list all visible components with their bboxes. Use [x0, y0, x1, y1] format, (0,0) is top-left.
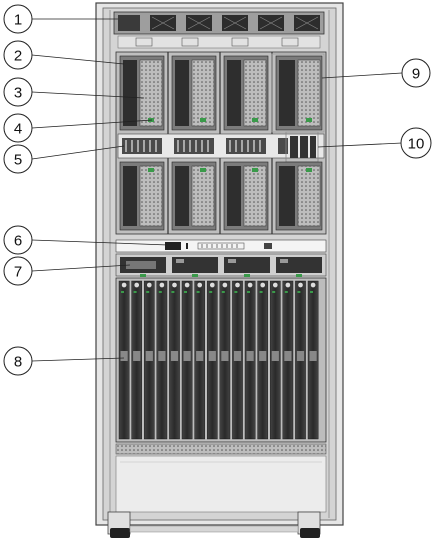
callout-2-label: 2: [14, 48, 22, 65]
leader-7: [31, 264, 131, 272]
blade-module: [169, 280, 180, 440]
blade-module: [295, 280, 306, 440]
blade-module: [232, 280, 243, 440]
fan-units: [118, 15, 320, 31]
power-supply-row: [115, 253, 327, 277]
cable-bracket-row: [117, 35, 321, 49]
blade-module: [181, 280, 193, 440]
blade-module: [307, 280, 319, 440]
lower-row-cpu-modules: [119, 161, 323, 231]
callout-3: 3: [3, 77, 33, 107]
blade-module: [143, 280, 155, 440]
blade-module: [118, 280, 130, 440]
callout-1: 1: [3, 4, 33, 34]
callout-5: 5: [3, 144, 33, 174]
leader-4: [31, 119, 153, 129]
upper-row-cpu-modules: [119, 55, 323, 131]
io-module-band: [117, 133, 325, 159]
rack-feet: [107, 511, 321, 538]
control-panel: [115, 239, 327, 253]
callout-4-label: 4: [14, 121, 22, 138]
callout-5-label: 5: [14, 152, 22, 169]
blade-module: [131, 280, 143, 440]
leader-3: [31, 91, 145, 99]
callout-9-label: 9: [412, 66, 420, 83]
leader-2: [31, 54, 125, 65]
blade-module: [219, 280, 231, 440]
callout-2: 2: [3, 40, 33, 70]
callout-8-label: 8: [14, 354, 22, 371]
callout-6: 6: [3, 225, 33, 255]
leader-8: [31, 357, 125, 362]
leader-9: [321, 72, 403, 79]
callout-1-label: 1: [14, 12, 22, 29]
blade-bay: [115, 277, 327, 443]
upper-module-bay: [115, 51, 327, 235]
callout-8: 8: [3, 346, 33, 376]
bottom-vent: [115, 443, 327, 513]
callout-leaders: [31, 18, 403, 362]
blade-module: [282, 280, 294, 440]
blade-module: [270, 280, 281, 440]
io-highlight-group: [285, 131, 319, 163]
cpu-module-highlight: [271, 53, 325, 133]
blade-module: [194, 280, 206, 440]
callout-4: 4: [3, 113, 33, 143]
callout-9: 9: [401, 58, 431, 88]
callout-3-label: 3: [14, 85, 22, 102]
callouts: 1 2 3 4 5 6 7 8: [3, 4, 432, 376]
leader-10: [317, 142, 403, 148]
leader-6: [31, 239, 169, 246]
blade-module: [244, 280, 256, 440]
blade-module: [156, 280, 168, 440]
callout-7-label: 7: [14, 264, 22, 281]
callout-10: 10: [400, 127, 432, 159]
callout-10-label: 10: [408, 136, 425, 153]
callout-6-label: 6: [14, 233, 22, 250]
blade-module: [257, 280, 269, 440]
leader-5: [31, 145, 125, 160]
callout-7: 7: [3, 256, 33, 286]
blade-module: [206, 280, 218, 440]
top-fan-tray: [113, 11, 325, 49]
